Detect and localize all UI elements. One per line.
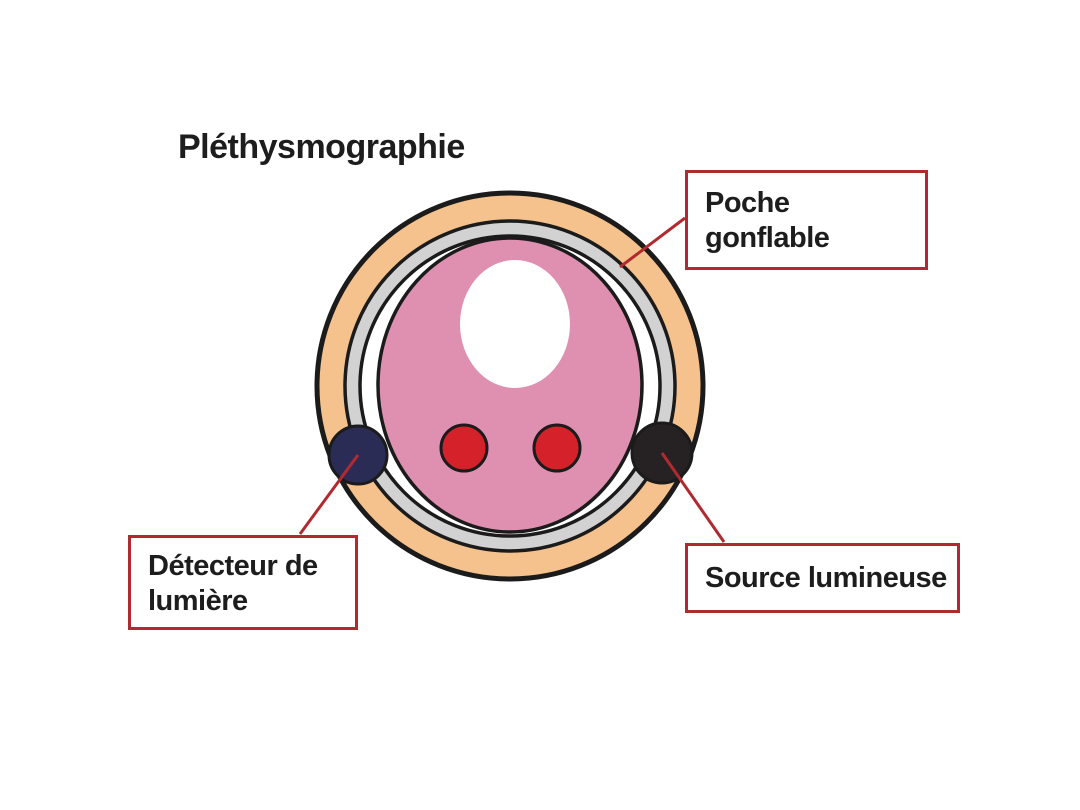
label-light-detector: Détecteur de lumière [128,535,358,630]
bone-oval [460,260,570,388]
label-line: Poche [705,187,790,219]
leader-line-light-detector [298,454,360,535]
label-line: lumière [148,585,248,617]
label-line: Source lumineuse [705,561,947,594]
label-inflatable-cuff: Poche gonflable [685,170,928,270]
figure-title: Pléthysmographie [178,128,465,166]
artery-right-circle [532,423,582,473]
label-line: gonflable [705,222,830,254]
label-line: Détecteur de [148,550,318,582]
leader-line-inflatable-cuff [619,216,686,269]
label-light-source: Source lumineuse [685,543,960,613]
leader-line-light-source [660,452,726,543]
artery-left-circle [439,423,489,473]
